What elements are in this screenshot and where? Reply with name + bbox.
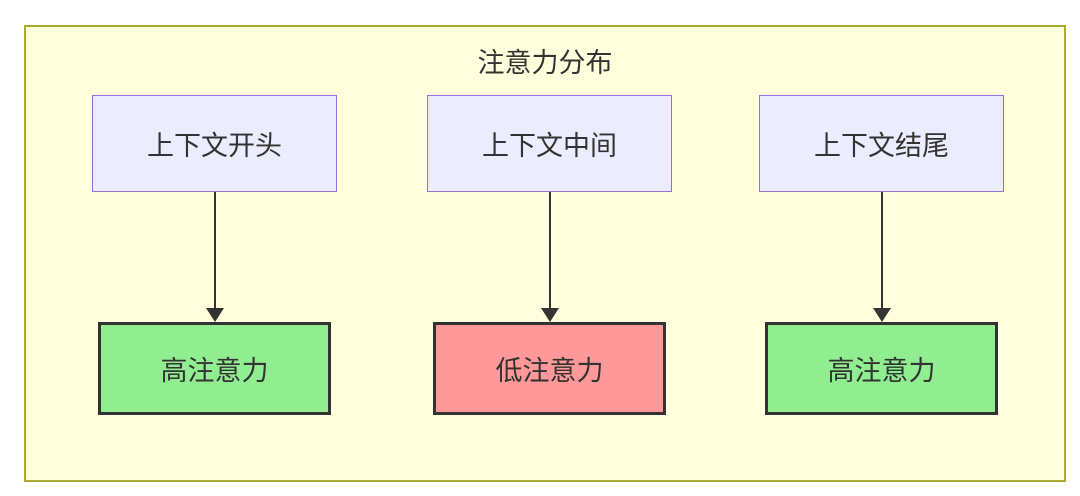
node-attention-end: 高注意力 bbox=[765, 322, 998, 415]
node-context-middle: 上下文中间 bbox=[427, 95, 672, 192]
node-attention-start: 高注意力 bbox=[98, 322, 331, 415]
arrow-line bbox=[548, 192, 551, 308]
arrowhead-icon bbox=[205, 308, 224, 322]
column-context-start: 上下文开头 高注意力 bbox=[92, 95, 337, 415]
attention-distribution-cluster: 注意力分布 上下文开头 高注意力 上下文中间 低注意力 上下文结尾 高注意力 bbox=[24, 25, 1066, 482]
column-context-end: 上下文结尾 高注意力 bbox=[759, 95, 1004, 415]
node-context-end: 上下文结尾 bbox=[759, 95, 1004, 192]
arrow-context-start bbox=[205, 192, 224, 322]
column-context-middle: 上下文中间 低注意力 bbox=[427, 95, 672, 415]
arrow-context-middle bbox=[540, 192, 559, 322]
arrowhead-icon bbox=[872, 308, 891, 322]
node-context-start: 上下文开头 bbox=[92, 95, 337, 192]
diagram-title: 注意力分布 bbox=[477, 48, 613, 78]
arrowhead-icon bbox=[540, 308, 559, 322]
node-attention-middle: 低注意力 bbox=[433, 322, 666, 415]
arrow-line bbox=[213, 192, 216, 308]
arrow-context-end bbox=[872, 192, 891, 322]
arrow-line bbox=[880, 192, 883, 308]
